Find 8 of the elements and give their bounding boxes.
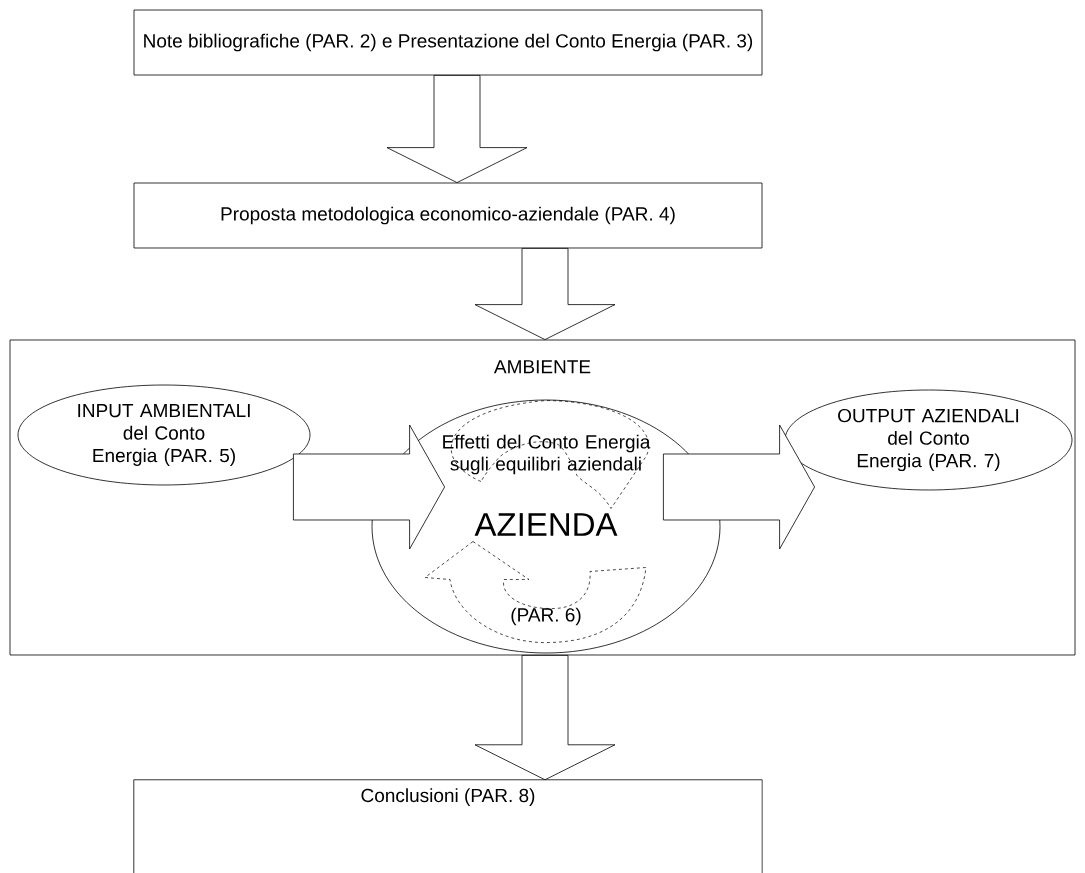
block-arrow bbox=[663, 424, 815, 550]
open-box: Conclusioni (PAR. 8) bbox=[133, 779, 763, 873]
text-box: Proposta metodologica economico-aziendale (PAR. 4) bbox=[133, 182, 763, 249]
block-arrow bbox=[474, 655, 616, 781]
block-arrow bbox=[293, 424, 445, 550]
block-arrow bbox=[474, 248, 616, 340]
block-arrow bbox=[386, 75, 528, 183]
text-box: Note bibliografiche (PAR. 2) e Presentazione del Conto Energia (PAR. 3) bbox=[133, 9, 763, 76]
